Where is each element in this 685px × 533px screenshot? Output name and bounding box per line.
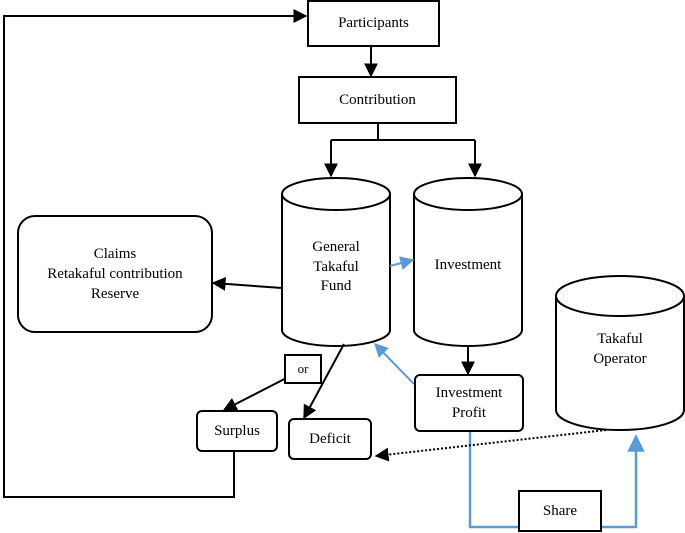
reserve-label: Reserve — [90, 286, 140, 303]
investment-profit-line2: Profit — [451, 405, 487, 421]
or-box: or — [284, 354, 322, 384]
investment-label: Investment — [434, 257, 502, 273]
participants-label: Participants — [338, 15, 409, 32]
arrow-fund-to-investment — [389, 256, 415, 270]
arrow-operator-to-deficit — [374, 429, 607, 462]
share-box: Share — [518, 490, 602, 532]
contribution-label: Contribution — [339, 91, 416, 108]
contribution-box: Contribution — [298, 76, 457, 124]
surplus-label: Surplus — [214, 422, 260, 439]
arrow-fund-to-deficit — [303, 343, 345, 420]
investment-profit-line1: Investment — [435, 384, 503, 401]
arrow-fund-to-outflows — [211, 276, 283, 291]
deficit-box: Deficit — [288, 418, 372, 460]
surplus-return-line — [3, 9, 308, 498]
outflows-box: Claims Retakaful contribution Reserve — [17, 215, 213, 333]
share-label: Share — [542, 502, 578, 519]
deficit-label: Deficit — [309, 430, 351, 447]
participants-box: Participants — [307, 0, 440, 47]
arrow-profit-to-fund — [374, 342, 415, 385]
takaful-operator-cylinder — [555, 275, 685, 431]
or-label: or — [297, 361, 309, 377]
general-takaful-fund-cylinder — [281, 177, 391, 347]
general-takaful-fund-label: General Takaful Fund — [312, 239, 360, 294]
claims-label: Claims — [93, 245, 137, 262]
takaful-operator-label: Takaful Operator — [593, 331, 647, 367]
investment-profit-box: Investment Profit — [414, 374, 524, 432]
surplus-box: Surplus — [196, 410, 278, 452]
retakaful-contribution-label: Retakaful contribution — [47, 265, 183, 282]
